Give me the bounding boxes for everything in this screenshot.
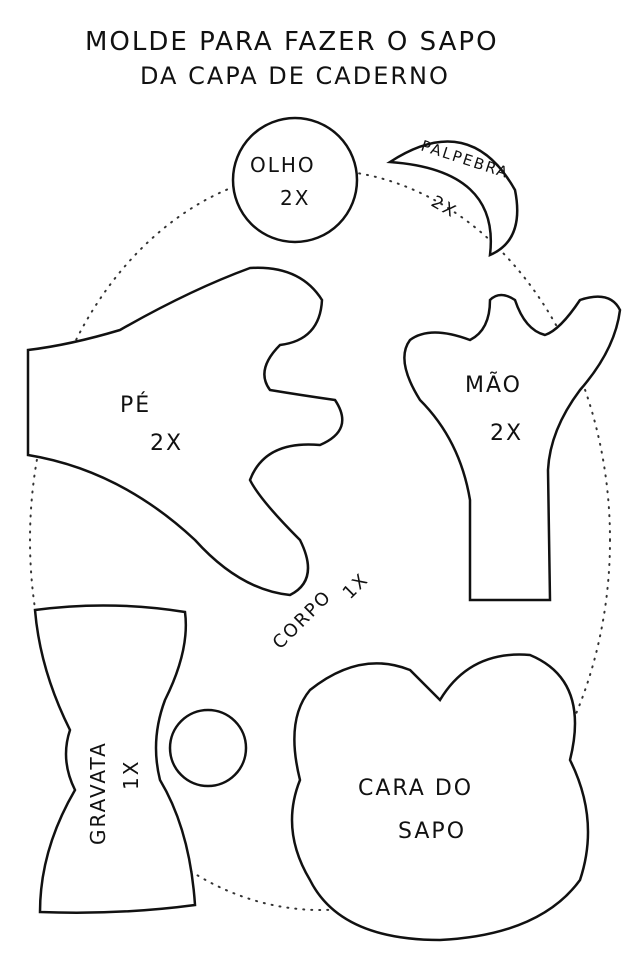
circle-piece — [168, 708, 248, 788]
gravata-qty: 1X — [119, 760, 143, 790]
mao-label: MÃO — [465, 371, 522, 398]
olho-piece — [231, 116, 359, 244]
olho-qty: 2X — [280, 186, 310, 210]
cara-label-line1: CARA DO — [358, 776, 473, 801]
corpo-label: CORPO — [269, 586, 336, 653]
cara-label-line2: SAPO — [398, 819, 466, 844]
palpebra-piece — [386, 140, 519, 258]
gravata-piece — [33, 604, 197, 914]
pe-piece — [26, 266, 344, 597]
olho-label: OLHO — [250, 153, 316, 177]
palpebra-qty: 2X — [428, 192, 461, 223]
pe-qty: 2X — [150, 431, 183, 456]
mao-qty: 2X — [490, 421, 523, 446]
pe-label: PÉ — [120, 392, 151, 418]
cara-piece — [290, 653, 590, 942]
title-line-2: DA CAPA DE CADERNO — [140, 62, 450, 90]
corpo-qty: 1X — [339, 569, 374, 604]
gravata-label: GRAVATA — [86, 741, 110, 845]
mao-piece — [403, 293, 622, 602]
title-line-1: MOLDE PARA FAZER O SAPO — [85, 27, 499, 57]
